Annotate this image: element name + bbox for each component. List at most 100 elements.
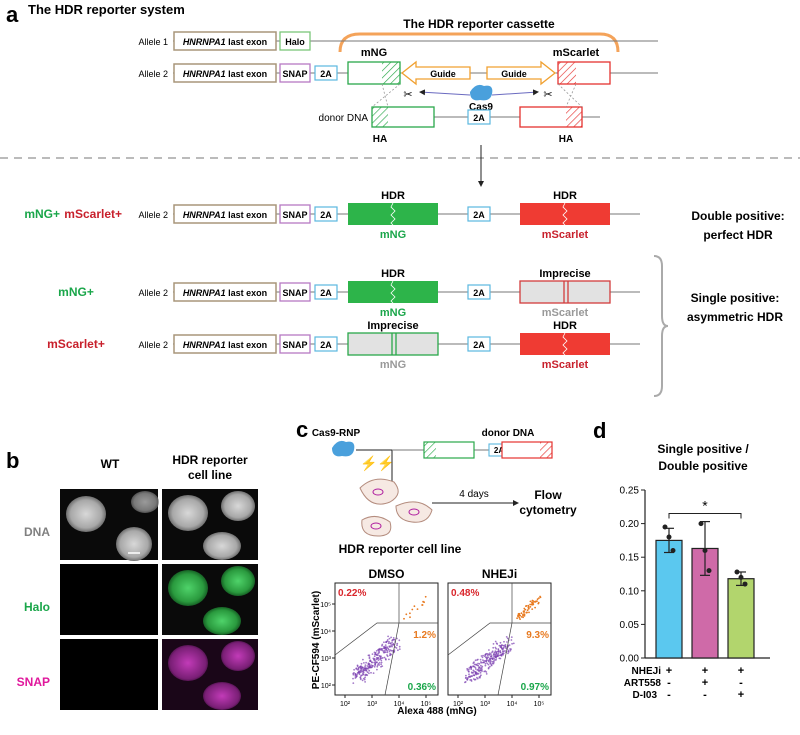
flow-event xyxy=(496,643,499,645)
condition-label: D-I03 xyxy=(633,690,658,701)
flow-event xyxy=(387,635,389,638)
micrograph-hdr-dna-nuclei xyxy=(168,491,255,560)
flow-event xyxy=(383,656,386,659)
donor-c-msc-hatch xyxy=(540,442,552,458)
donor-c-2a-label: 2A xyxy=(494,446,504,455)
mscarlet-label: mScarlet xyxy=(542,359,589,371)
flow-event xyxy=(487,663,490,666)
cas9-icon xyxy=(470,84,493,101)
flow-event xyxy=(489,662,492,665)
flow-event xyxy=(358,666,360,669)
x-tick-label: 10⁴ xyxy=(507,701,518,708)
imprecise-label: Imprecise xyxy=(367,320,418,332)
flow-event-dp xyxy=(536,598,539,601)
flow-event xyxy=(385,658,387,661)
flow-event-dp xyxy=(523,613,526,616)
flow-event xyxy=(371,653,374,655)
flow-event xyxy=(477,658,479,661)
flow-event xyxy=(368,656,371,658)
flow-event xyxy=(381,649,384,652)
x-tick-label: 10² xyxy=(340,701,351,708)
flow-event xyxy=(376,661,378,664)
mscarlet-label: mScarlet xyxy=(553,47,600,59)
flow-event-dp xyxy=(532,600,535,602)
scissors-icon-right: ✂ xyxy=(543,89,552,101)
flow-event-dp xyxy=(405,613,408,616)
flow-event xyxy=(472,669,475,672)
flow-event xyxy=(500,646,503,649)
mscarlet-box xyxy=(520,203,610,225)
flow-event xyxy=(358,671,360,673)
flow-event-dp xyxy=(411,608,414,611)
flow-event xyxy=(495,647,497,650)
x-tick-label: 10⁴ xyxy=(394,701,405,708)
flow-event xyxy=(381,643,384,646)
y-tick-label: 0.10 xyxy=(620,586,640,597)
flow-event xyxy=(352,677,354,680)
flow-event xyxy=(480,655,483,657)
y-tick-label: 0.05 xyxy=(620,620,640,631)
flow-event xyxy=(391,638,394,641)
flow-event xyxy=(506,637,509,640)
flow-event-dp xyxy=(522,610,525,613)
flow-event-dp xyxy=(523,607,526,610)
flow-event xyxy=(504,645,507,648)
mscarlet-label: mScarlet xyxy=(542,307,589,319)
flow-event xyxy=(506,641,508,643)
flow-event xyxy=(501,653,503,656)
significance-star: * xyxy=(702,498,708,514)
flow-event xyxy=(483,655,486,658)
condition-label: NHEJi xyxy=(632,666,662,677)
flow-event xyxy=(376,664,379,666)
flow-event xyxy=(474,666,477,669)
flow-event-dp xyxy=(518,612,521,615)
pct-msc-positive: 0.22% xyxy=(338,588,366,599)
micrograph-wt-snap xyxy=(60,639,158,710)
flow-event xyxy=(495,651,498,653)
allele2-snap-label: SNAP xyxy=(282,69,307,79)
flow-event xyxy=(472,674,475,677)
flow-event xyxy=(510,636,513,638)
condition-sign: + xyxy=(738,665,744,677)
pct-mng-positive: 0.36% xyxy=(408,682,436,693)
flow-event xyxy=(377,656,380,659)
allele1-halo xyxy=(279,31,311,51)
panel-b: b WT HDR reporter cell line DNA Halo SNA… xyxy=(6,448,258,710)
flow-event xyxy=(502,647,505,650)
flow-event-dp xyxy=(522,616,524,619)
flow-event xyxy=(470,679,473,681)
flow-event xyxy=(478,676,481,678)
flow-event xyxy=(391,641,393,644)
flow-event xyxy=(367,662,370,665)
allele2-label: Allele 2 xyxy=(138,69,168,79)
flow-event xyxy=(385,646,387,649)
flow-event xyxy=(374,663,377,665)
flow-event xyxy=(485,671,488,673)
flow-event xyxy=(373,655,376,658)
flow-event xyxy=(511,642,513,645)
flow-event xyxy=(389,654,391,657)
flow-event xyxy=(379,647,381,650)
flow-event-dp xyxy=(421,604,424,606)
flow-event xyxy=(512,642,515,645)
gate-mng-positive xyxy=(384,622,400,696)
data-point xyxy=(698,521,704,527)
flow-event xyxy=(352,682,355,684)
flow-event-dp xyxy=(529,600,532,603)
allele2-2a-label: 2A xyxy=(320,69,332,79)
mng-box xyxy=(348,281,438,303)
flow-event xyxy=(397,649,399,652)
flow-event-dp xyxy=(523,612,525,614)
hdr-label: HDR xyxy=(381,268,405,280)
t2a-label: 2A xyxy=(473,340,485,350)
mng-label: mNG xyxy=(380,307,406,319)
condition-sign: + xyxy=(702,665,708,677)
flow-event xyxy=(496,653,499,656)
significance-bracket xyxy=(668,513,742,519)
flow-event xyxy=(379,658,381,660)
data-point xyxy=(738,574,744,580)
donor-2a xyxy=(467,109,491,125)
flow-event-dp xyxy=(538,597,540,599)
condition-sign: - xyxy=(667,689,671,701)
t2a-label: 2A xyxy=(320,288,332,298)
